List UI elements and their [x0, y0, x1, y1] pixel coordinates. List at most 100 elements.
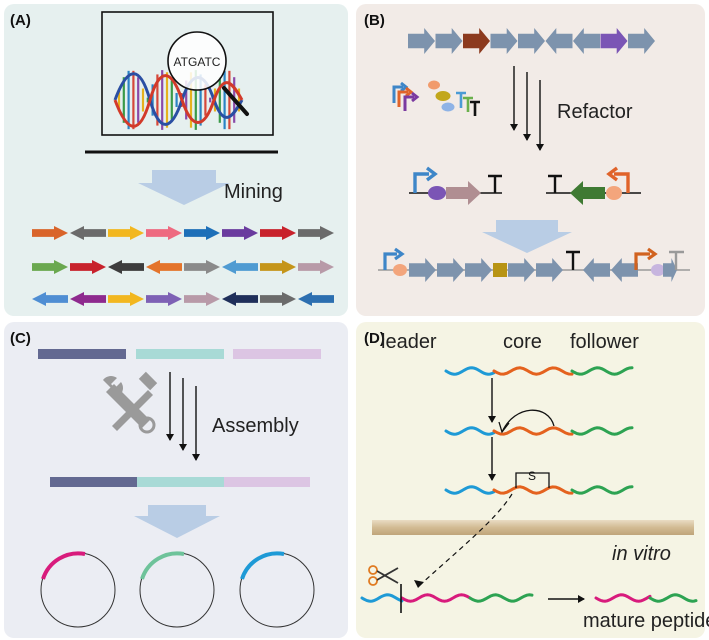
dna-helix-icon: [113, 70, 244, 130]
gene-cluster-rows: [32, 226, 334, 306]
promoter-icon: [413, 172, 429, 193]
gene-arrow: [446, 181, 481, 205]
gene-arrow: [222, 292, 258, 306]
gene-arrow: [146, 292, 182, 306]
modification-curve-arrow: [501, 409, 555, 433]
rbs-icon: [493, 263, 507, 277]
big-down-arrow-c: [134, 505, 220, 538]
mature-peptide-label: mature peptide: [583, 610, 709, 632]
rbs-icon: [393, 264, 407, 276]
dashed-flow-arrow: [419, 493, 513, 586]
gene-arrow: [70, 226, 106, 240]
scissors-icon: [368, 565, 399, 586]
screen-frame: [101, 11, 274, 136]
terminator-icon: [566, 250, 580, 270]
membrane-bar: [372, 520, 694, 535]
dna-fragment-1: [38, 349, 126, 359]
gene-arrow: [108, 260, 144, 274]
leader-segment: [360, 593, 404, 603]
gene-arrow: [108, 226, 144, 240]
leader-label: leader: [381, 331, 437, 353]
panel-a-label: (A): [10, 12, 31, 29]
follower-segment: [570, 366, 634, 376]
panel-d-label: (D): [364, 330, 385, 347]
gene-arrow: [435, 28, 463, 54]
mining-label: Mining: [224, 181, 283, 203]
leader-segment: [444, 366, 496, 376]
gene-arrow: [408, 28, 435, 54]
gene-arrow: [298, 260, 334, 274]
in-vitro-label: in vitro: [612, 543, 671, 565]
gene-arrow: [298, 226, 334, 240]
panel-c: (C) Assembly: [4, 322, 348, 638]
gene-arrow: [490, 28, 518, 54]
terminator-icon: [456, 91, 480, 116]
big-down-arrow-a: [138, 170, 230, 205]
plasmid-icon: [139, 551, 215, 628]
assembly-label: Assembly: [212, 415, 299, 437]
gene-arrow: [70, 292, 106, 306]
assembled-construct: [50, 477, 310, 487]
gene-arrow: [260, 260, 296, 274]
assembly-arrows: [166, 372, 200, 461]
terminator-icon: [669, 250, 684, 270]
refactored-gene-cluster: [378, 247, 690, 282]
core-segment: [492, 485, 574, 495]
gene-arrow: [184, 292, 220, 306]
follower-segment: [648, 593, 698, 603]
native-gene-cluster: [408, 28, 655, 54]
gene-arrow: [184, 260, 220, 274]
refactored-cassette-forward: [409, 166, 502, 205]
gene-arrow: [146, 226, 182, 240]
gene-arrow: [583, 258, 610, 282]
thioether-bridge: [515, 472, 550, 488]
panel-a: (A) ATGATC Mining: [4, 4, 348, 316]
gene-arrow: [260, 292, 296, 306]
gene-arrow: [508, 258, 535, 282]
rbs-icon: [428, 186, 446, 200]
plasmid-icon: [40, 551, 116, 628]
plasmid-icon: [239, 551, 315, 628]
rbs-icon: [606, 186, 622, 200]
gene-arrow: [32, 292, 68, 306]
gene-arrow: [222, 226, 258, 240]
dna-fragment-2: [136, 349, 224, 359]
gene-arrow: [573, 28, 600, 54]
gene-arrow: [32, 260, 68, 274]
panel-a-background: [4, 4, 348, 316]
sulfur-label: S: [528, 469, 536, 483]
core-segment: [492, 426, 574, 436]
gene-arrow: [260, 226, 296, 240]
terminator-icon: [548, 174, 562, 193]
core-label: core: [503, 331, 542, 353]
rbs-icon: [651, 264, 665, 276]
rbs-icon: [441, 102, 455, 112]
genetic-parts: [392, 80, 480, 116]
refactored-cassette-reverse: [546, 166, 641, 205]
leader-segment: [444, 426, 496, 436]
gene-arrow: [628, 28, 655, 54]
panel-b: (B) Refactor: [356, 4, 705, 316]
gene-arrow: [536, 258, 563, 282]
gene-arrow: [545, 28, 573, 54]
panel-b-label: (B): [364, 12, 385, 29]
leader-segment: [444, 485, 496, 495]
panel-b-background: [356, 4, 705, 316]
big-down-arrow-b: [482, 220, 572, 253]
panel-c-label: (C): [10, 330, 31, 347]
gene-arrow: [465, 258, 492, 282]
promoter-icon: [634, 252, 650, 270]
gene-arrow: [146, 260, 182, 274]
refactor-arrows: [510, 66, 544, 151]
gene-arrow: [108, 292, 144, 306]
rbs-icon: [435, 91, 451, 101]
gene-arrow: [437, 258, 464, 282]
dna-fragment-3: [233, 349, 321, 359]
gene-arrow: [463, 28, 490, 54]
gene-arrow: [570, 181, 605, 205]
gene-arrow: [70, 260, 106, 274]
gene-arrow: [222, 260, 258, 274]
gene-arrow: [184, 226, 220, 240]
refactor-label: Refactor: [557, 101, 633, 123]
